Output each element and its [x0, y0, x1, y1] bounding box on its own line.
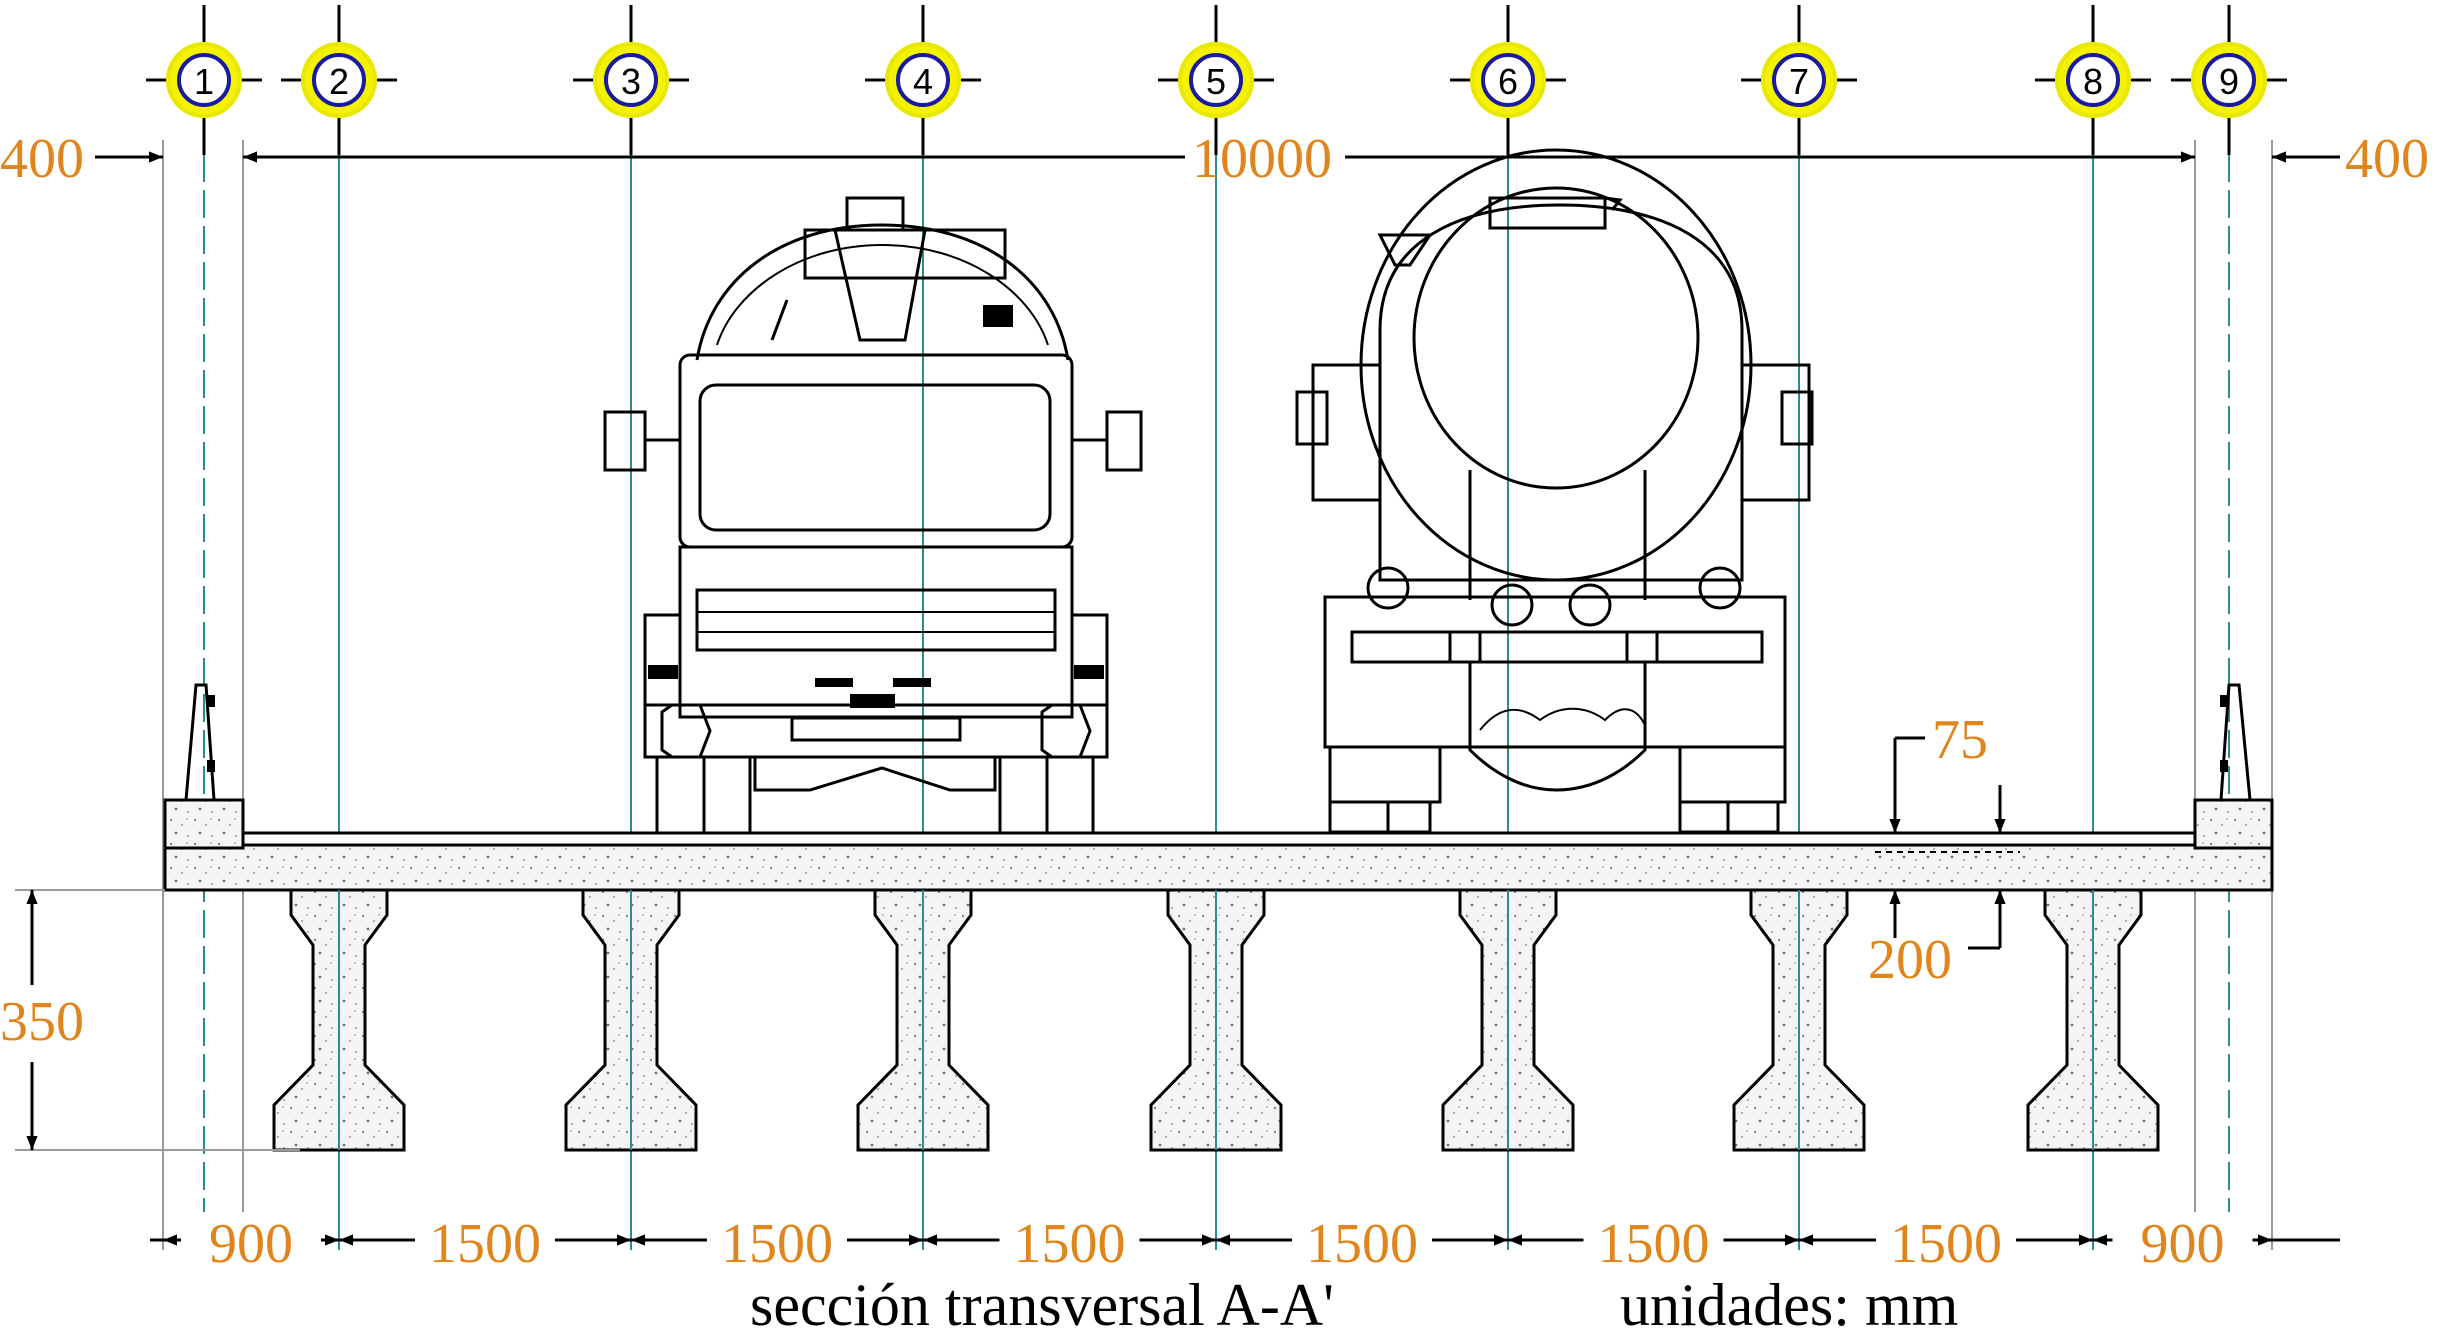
dim-label-bg — [1876, 1212, 2016, 1262]
dim-spacing-label: 900 — [2141, 1213, 2225, 1275]
grid-label: 2 — [329, 61, 349, 102]
grid-bubble — [1481, 53, 1535, 107]
grid-label: 9 — [2219, 61, 2239, 102]
grid-label: 1 — [194, 61, 214, 102]
dim-overhang-left: 400 — [0, 128, 84, 190]
dim-label-bg — [181, 1212, 321, 1262]
right-railing — [2219, 683, 2252, 801]
grid-label: 7 — [1789, 61, 1809, 102]
dim-label-bg — [2112, 1212, 2253, 1262]
grid-label: 8 — [2083, 61, 2103, 102]
grid-bubble — [1772, 53, 1826, 107]
dim-label-bg — [707, 1212, 847, 1262]
dim-spacing-label: 1500 — [1306, 1213, 1418, 1275]
dim-label-bg — [1292, 1212, 1432, 1262]
section-caption: sección transversal A-A' — [750, 1272, 1334, 1336]
dim-spacing-label: 1500 — [1598, 1213, 1710, 1275]
grid-bubble — [896, 53, 950, 107]
dim-spacing-label: 1500 — [429, 1213, 541, 1275]
grid-bubbles: 1 2 3 4 5 6 7 8 9 — [146, 5, 2287, 155]
beam-depth-dimension: 350 — [0, 889, 300, 1151]
dim-slab-thickness: 200 — [1868, 929, 1952, 991]
grid-label: 5 — [1206, 61, 1226, 102]
dim-asphalt-thickness: 75 — [1932, 709, 1988, 771]
dim-total-width: 10000 — [1192, 128, 1332, 190]
dim-label-bg — [999, 1212, 1140, 1262]
grid-bubble — [2202, 53, 2256, 107]
grid-label: 4 — [913, 61, 933, 102]
dim-overhang-right: 400 — [2345, 128, 2429, 190]
grid-bubble — [2066, 53, 2120, 107]
girders — [272, 888, 2160, 1152]
dim-beam-depth: 350 — [0, 991, 84, 1053]
dim-spacing-label: 900 — [209, 1213, 293, 1275]
dim-spacing-label: 1500 — [721, 1213, 833, 1275]
grid-label: 6 — [1498, 61, 1518, 102]
grid-bubble — [1189, 53, 1243, 107]
grid-label: 3 — [621, 61, 641, 102]
bottom-spacing-dimensions: 900 1500 1500 1500 1500 1500 1500 900 — [150, 1150, 2340, 1275]
units-label: unidades: mm — [1620, 1272, 1958, 1336]
dim-spacing-label: 1500 — [1014, 1213, 1126, 1275]
dim-label-bg — [415, 1212, 555, 1262]
top-dimension: 400 10000 400 — [0, 128, 2429, 1250]
slab-thickness-callouts: 75 200 — [1868, 709, 2020, 991]
tanker-rear-view — [1295, 148, 1814, 834]
grid-bubble — [312, 53, 366, 107]
grid-bubble — [604, 53, 658, 107]
dim-label-bg — [1583, 1212, 1724, 1262]
grid-bubble — [177, 53, 231, 107]
dim-spacing-label: 1500 — [1890, 1213, 2002, 1275]
truck-front-view — [603, 196, 1143, 835]
left-railing — [184, 683, 216, 801]
deck-slab — [163, 798, 2274, 892]
